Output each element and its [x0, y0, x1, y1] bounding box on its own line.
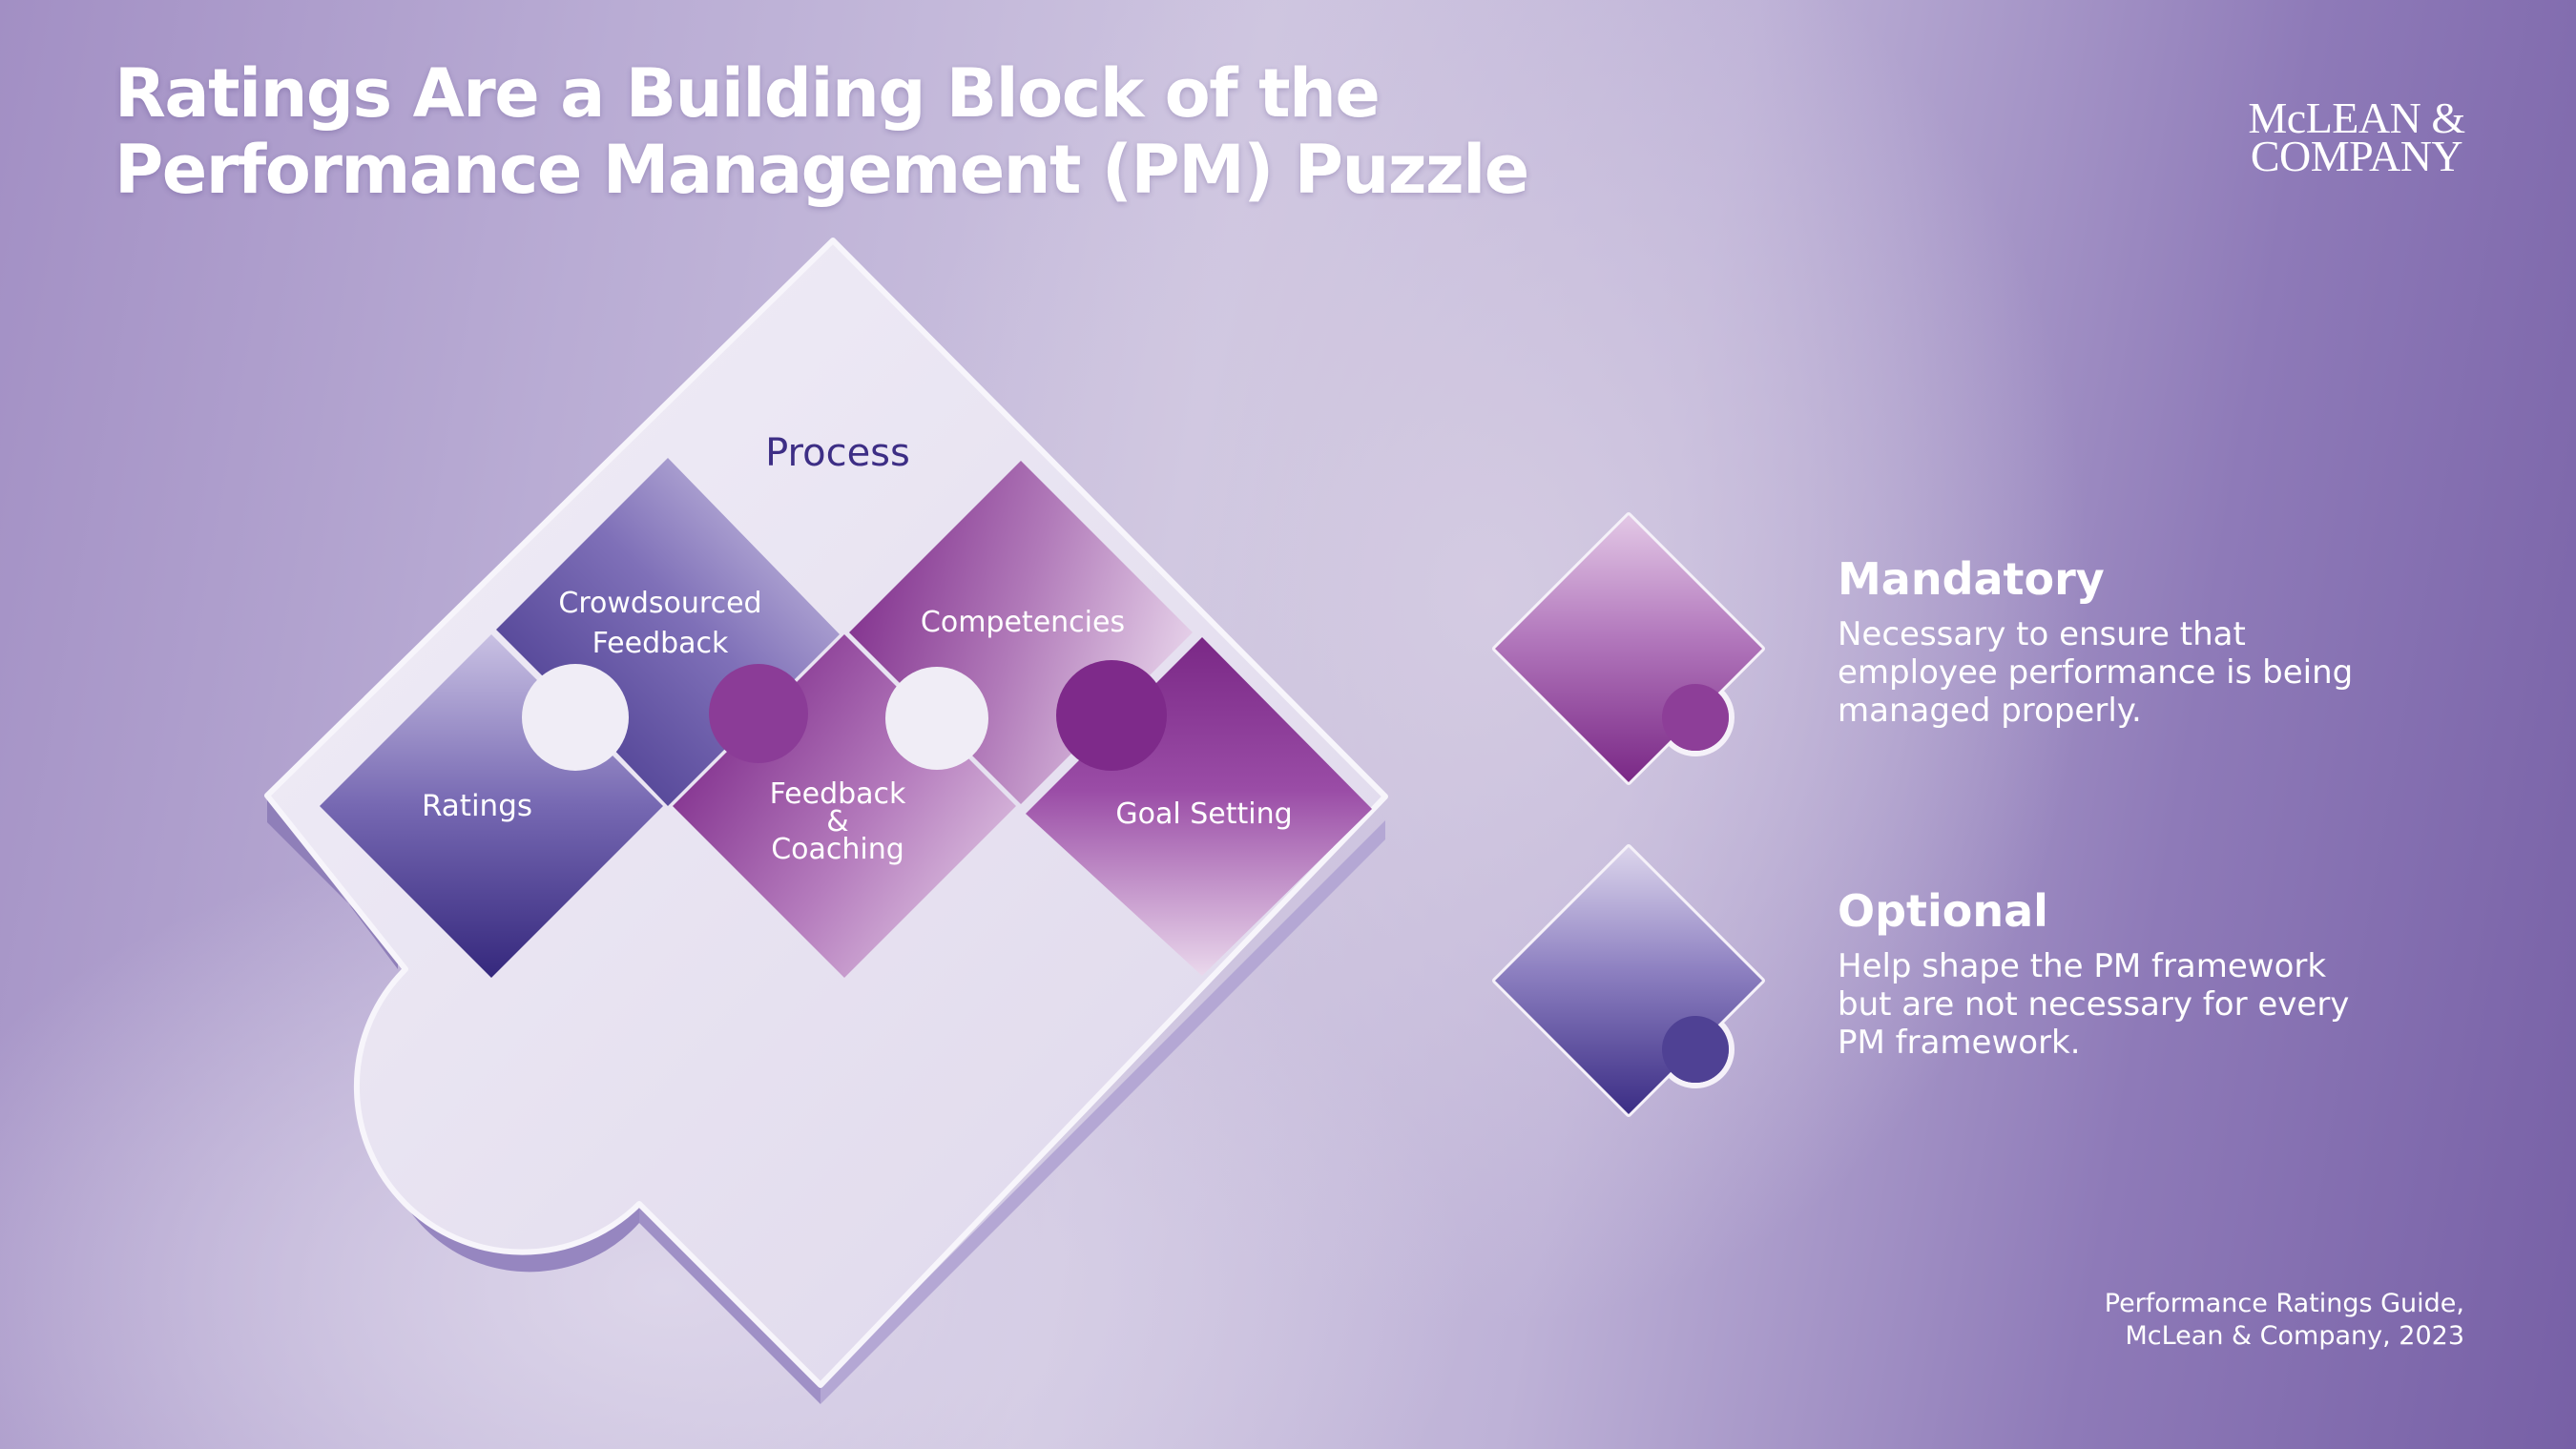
piece-label-line: Feedback [592, 627, 729, 660]
source-line-1: Performance Ratings Guide, [2104, 1289, 2464, 1318]
company-logo: McLEAN & COMPANY [2213, 93, 2500, 180]
piece-label-line: & [826, 805, 848, 838]
piece-label-line: Ratings [422, 789, 532, 823]
legend-optional-description: Help shape the PM framework but are not … [1838, 947, 2350, 1062]
piece-label-line: Coaching [771, 833, 904, 866]
piece-label-feedback: Feedback&Coaching [770, 777, 906, 866]
piece-label-line: Feedback [770, 777, 906, 811]
container-label: Process [765, 431, 910, 475]
piece-label-ratings: Ratings [422, 789, 532, 823]
piece-label-line: Crowdsourced [558, 587, 761, 620]
piece-label-goal: Goal Setting [1115, 797, 1292, 831]
piece-label-line: Competencies [921, 606, 1125, 639]
source-citation: Performance Ratings Guide, McLean & Comp… [1892, 1288, 2464, 1353]
piece-label-competencies: Competencies [921, 606, 1125, 639]
title-line-2: Performance Management (PM) Puzzle [114, 131, 1529, 209]
title-line-1: Ratings Are a Building Block of the [114, 54, 1381, 133]
piece-label-line: Goal Setting [1115, 797, 1292, 831]
puzzle-piece-goal-setting [1026, 637, 1372, 976]
legend-mandatory-title: Mandatory [1838, 553, 2105, 605]
page-title: Ratings Are a Building Block of the Perf… [114, 54, 1529, 209]
legend-optional-title: Optional [1838, 885, 2048, 937]
logo-line-1: McLEAN & [2248, 93, 2465, 142]
legend-mandatory-description: Necessary to ensure that employee perfor… [1838, 615, 2354, 730]
legend-mandatory-shape [1492, 512, 1765, 785]
source-line-2: McLean & Company, 2023 [2125, 1321, 2464, 1351]
legend-optional-shape [1492, 844, 1765, 1117]
logo-line-2: COMPANY [2250, 132, 2463, 180]
